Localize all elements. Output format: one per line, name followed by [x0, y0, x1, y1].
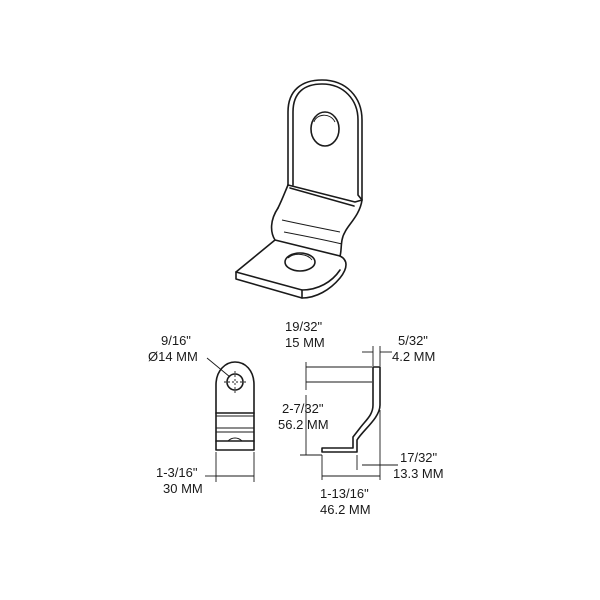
hole-dimension-mm: Ø14 MM: [148, 349, 198, 364]
top-offset-mm: 15 MM: [285, 335, 325, 350]
isometric-bracket-view: [235, 79, 363, 299]
length-mm: 46.2 MM: [320, 502, 371, 517]
front-view: 9/16" Ø14 MM 1-3/16" 30 MM: [148, 333, 255, 496]
side-view: 19/32" 15 MM 5/32" 4.2 MM 2-7/32" 56.2 M…: [278, 319, 444, 517]
height-inch: 2-7/32": [282, 401, 324, 416]
iso-foot-hole: [284, 252, 316, 272]
width-dimension-inch: 1-3/16": [156, 465, 198, 480]
front-hole: [226, 373, 244, 391]
foot-mm: 13.3 MM: [393, 466, 444, 481]
top-offset-inch: 19/32": [285, 319, 323, 334]
thickness-inch: 5/32": [398, 333, 428, 348]
front-outline: [215, 361, 255, 451]
hole-dimension-inch: 9/16": [161, 333, 191, 348]
thickness-mm: 4.2 MM: [392, 349, 435, 364]
foot-inch: 17/32": [400, 450, 438, 465]
height-mm: 56.2 MM: [278, 417, 329, 432]
iso-top-hole: [310, 111, 340, 147]
length-inch: 1-13/16": [320, 486, 369, 501]
iso-upright-outline: [287, 79, 363, 201]
side-profile: [321, 366, 381, 453]
width-dimension-mm: 30 MM: [163, 481, 203, 496]
